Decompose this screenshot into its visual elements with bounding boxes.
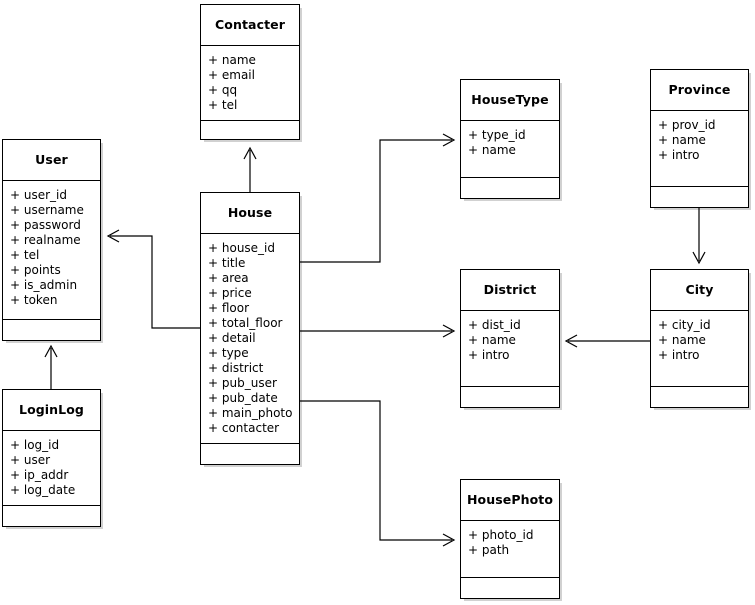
attribute: + pub_user: [208, 376, 277, 390]
attribute: + intro: [658, 148, 700, 162]
attribute: + photo_id: [468, 528, 534, 542]
attribute: + name: [208, 53, 256, 67]
attribute: + floor: [208, 301, 250, 315]
class-title-district: District: [461, 270, 559, 311]
attribute: + contacter: [208, 421, 280, 435]
attribute: + type_id: [468, 128, 526, 142]
class-methods-city: [651, 387, 748, 407]
attribute: + path: [468, 543, 510, 557]
class-methods-housephoto: [461, 578, 559, 598]
class-title-city: City: [651, 270, 748, 311]
attribute: + tel: [208, 98, 238, 112]
edge-province-city: [692, 208, 706, 265]
class-methods-district: [461, 387, 559, 407]
attribute: + username: [10, 203, 84, 217]
attribute: + name: [468, 333, 516, 347]
class-attributes-city: + city_id + name + intro: [651, 311, 748, 387]
attribute: + district: [208, 361, 264, 375]
attribute: + is_admin: [10, 278, 78, 292]
class-box-housephoto[interactable]: HousePhoto + photo_id + path: [460, 479, 560, 599]
class-title-loginlog: LoginLog: [3, 390, 100, 431]
class-title-contacter: Contacter: [201, 5, 299, 46]
attribute: + total_floor: [208, 316, 283, 330]
attribute: + city_id: [658, 318, 711, 332]
class-box-contacter[interactable]: Contacter + name + email + qq + tel: [200, 4, 300, 140]
class-title-province: Province: [651, 70, 748, 111]
class-box-province[interactable]: Province + prov_id + name + intro: [650, 69, 749, 208]
class-box-loginlog[interactable]: LoginLog + log_id + user + ip_addr + log…: [2, 389, 101, 527]
class-attributes-house: + house_id + title + area + price + floo…: [201, 234, 299, 444]
edge-city-district: [564, 334, 650, 348]
attribute: + price: [208, 286, 252, 300]
class-methods-housetype: [461, 178, 559, 198]
attribute: + title: [208, 256, 246, 270]
attribute: + name: [658, 333, 706, 347]
class-attributes-province: + prov_id + name + intro: [651, 111, 748, 187]
attribute: + realname: [10, 233, 81, 247]
attribute: + points: [10, 263, 61, 277]
class-attributes-housetype: + type_id + name: [461, 121, 559, 178]
attribute: + type: [208, 346, 249, 360]
class-box-city[interactable]: City + city_id + name + intro: [650, 269, 749, 408]
attribute: + area: [208, 271, 249, 285]
class-box-house[interactable]: House + house_id + title + area + price …: [200, 192, 300, 465]
class-attributes-district: + dist_id + name + intro: [461, 311, 559, 387]
attribute: + name: [658, 133, 706, 147]
class-methods-user: [3, 320, 100, 340]
class-methods-loginlog: [3, 506, 100, 526]
class-box-housetype[interactable]: HouseType + type_id + name: [460, 79, 560, 199]
class-title-house: House: [201, 193, 299, 234]
attribute: + user: [10, 453, 51, 467]
class-methods-house: [201, 444, 299, 464]
class-attributes-housephoto: + photo_id + path: [461, 521, 559, 578]
attribute: + tel: [10, 248, 40, 262]
attribute: + ip_addr: [10, 468, 69, 482]
attribute: + intro: [468, 348, 510, 362]
attribute: + log_id: [10, 438, 60, 452]
attribute: + detail: [208, 331, 256, 345]
class-title-user: User: [3, 140, 100, 181]
class-box-district[interactable]: District + dist_id + name + intro: [460, 269, 560, 408]
attribute: + dist_id: [468, 318, 521, 332]
attribute: + pub_date: [208, 391, 278, 405]
edge-house-district: [300, 324, 456, 338]
attribute: + intro: [658, 348, 700, 362]
class-box-user[interactable]: User + user_id + username + password + r…: [2, 139, 101, 341]
attribute: + password: [10, 218, 81, 232]
edge-house-housetype: [300, 133, 456, 263]
class-title-housetype: HouseType: [461, 80, 559, 121]
class-attributes-contacter: + name + email + qq + tel: [201, 46, 299, 121]
attribute: + token: [10, 293, 58, 307]
edge-house-housephoto: [300, 400, 456, 547]
attribute: + user_id: [10, 188, 67, 202]
class-attributes-user: + user_id + username + password + realna…: [3, 181, 100, 320]
edge-house-user: [106, 229, 200, 329]
attribute: + log_date: [10, 483, 76, 497]
attribute: + email: [208, 68, 255, 82]
attribute: + prov_id: [658, 118, 716, 132]
edge-house-contacter: [243, 146, 257, 192]
class-attributes-loginlog: + log_id + user + ip_addr + log_date: [3, 431, 100, 506]
edge-loginlog-user: [44, 344, 58, 389]
attribute: + main_photo: [208, 406, 293, 420]
class-methods-province: [651, 187, 748, 207]
attribute: + house_id: [208, 241, 276, 255]
attribute: + name: [468, 143, 516, 157]
class-methods-contacter: [201, 121, 299, 139]
class-title-housephoto: HousePhoto: [461, 480, 559, 521]
attribute: + qq: [208, 83, 238, 97]
